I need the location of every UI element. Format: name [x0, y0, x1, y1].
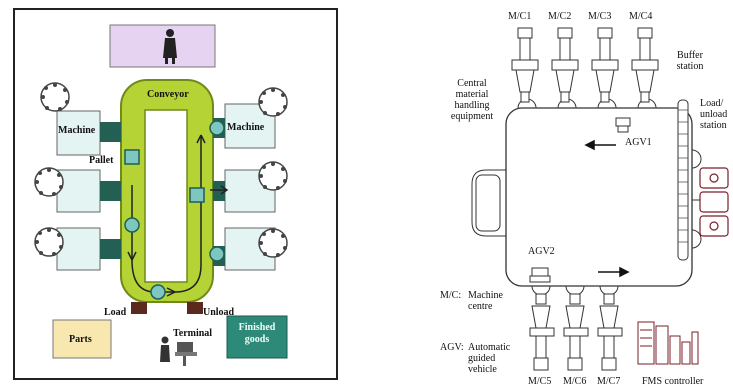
operator-icon [163, 29, 177, 64]
agv1-icon [615, 117, 631, 133]
unload-label: Unload [203, 307, 235, 318]
legend-mc-value: Machine centre [468, 290, 503, 312]
conveyor-label: Conveyor [147, 89, 189, 100]
bottom-machines [529, 293, 623, 371]
load-stand [131, 302, 147, 314]
label-mc4: M/C4 [629, 11, 653, 22]
finished-goods-box [226, 315, 288, 359]
unload-stand [187, 302, 203, 314]
pallet-icons [124, 149, 205, 300]
machine-label-left: Machine [58, 125, 96, 136]
central-material-handling-label: Central material handling equipment [450, 78, 494, 122]
fms-controller-label: FMS controller [642, 376, 704, 387]
fms-controller-icon [637, 321, 699, 365]
terminal-label: Terminal [173, 328, 213, 339]
left-tool-magazines [34, 82, 70, 257]
legend-agv-value: Automatic guided vehicle [468, 342, 511, 375]
label-mc7: M/C7 [597, 376, 621, 387]
right-tool-magazines [258, 87, 288, 258]
load-unload-station [699, 167, 729, 237]
buffer-station-label: Buffer station [676, 50, 704, 72]
conveyor-inner [144, 109, 188, 283]
machine-label-right: Machine [227, 122, 265, 133]
left-diagram-graphics [34, 24, 288, 366]
agv1-label: AGV1 [625, 137, 652, 148]
legend-mc-key: M/C: [440, 290, 462, 301]
parts-label: Parts [69, 334, 92, 345]
load-label: Load [104, 307, 127, 318]
legend-agv-key: AGV: [440, 342, 464, 353]
top-machines [511, 27, 659, 103]
pallet-label: Pallet [89, 155, 114, 166]
operator-box [109, 24, 216, 68]
parts-box [52, 319, 112, 359]
right-pallet-changers [209, 120, 225, 262]
load-unload-station-label: Load/ unload station [700, 98, 728, 131]
agv2-icon [529, 267, 551, 283]
track-side-bulge [471, 169, 506, 237]
finished-goods-label: Finished goods [238, 322, 276, 345]
label-mc6: M/C6 [563, 376, 587, 387]
buffer-station [677, 99, 689, 261]
terminal-icon [160, 336, 197, 366]
central-track [505, 107, 693, 287]
label-mc3: M/C3 [588, 11, 612, 22]
agv-direction-arrows [584, 139, 630, 278]
agv2-label: AGV2 [528, 246, 555, 257]
fms-layout-diagram-left: Conveyor Machine Machine Pallet Load Unl… [13, 8, 338, 380]
label-mc1: M/C1 [508, 11, 532, 22]
label-mc5: M/C5 [528, 376, 552, 387]
label-mc2: M/C2 [548, 11, 572, 22]
right-diagram-graphics [471, 27, 729, 371]
fms-layout-diagram-right: M/C1 M/C2 M/C3 M/C4 Central material han… [420, 0, 733, 388]
